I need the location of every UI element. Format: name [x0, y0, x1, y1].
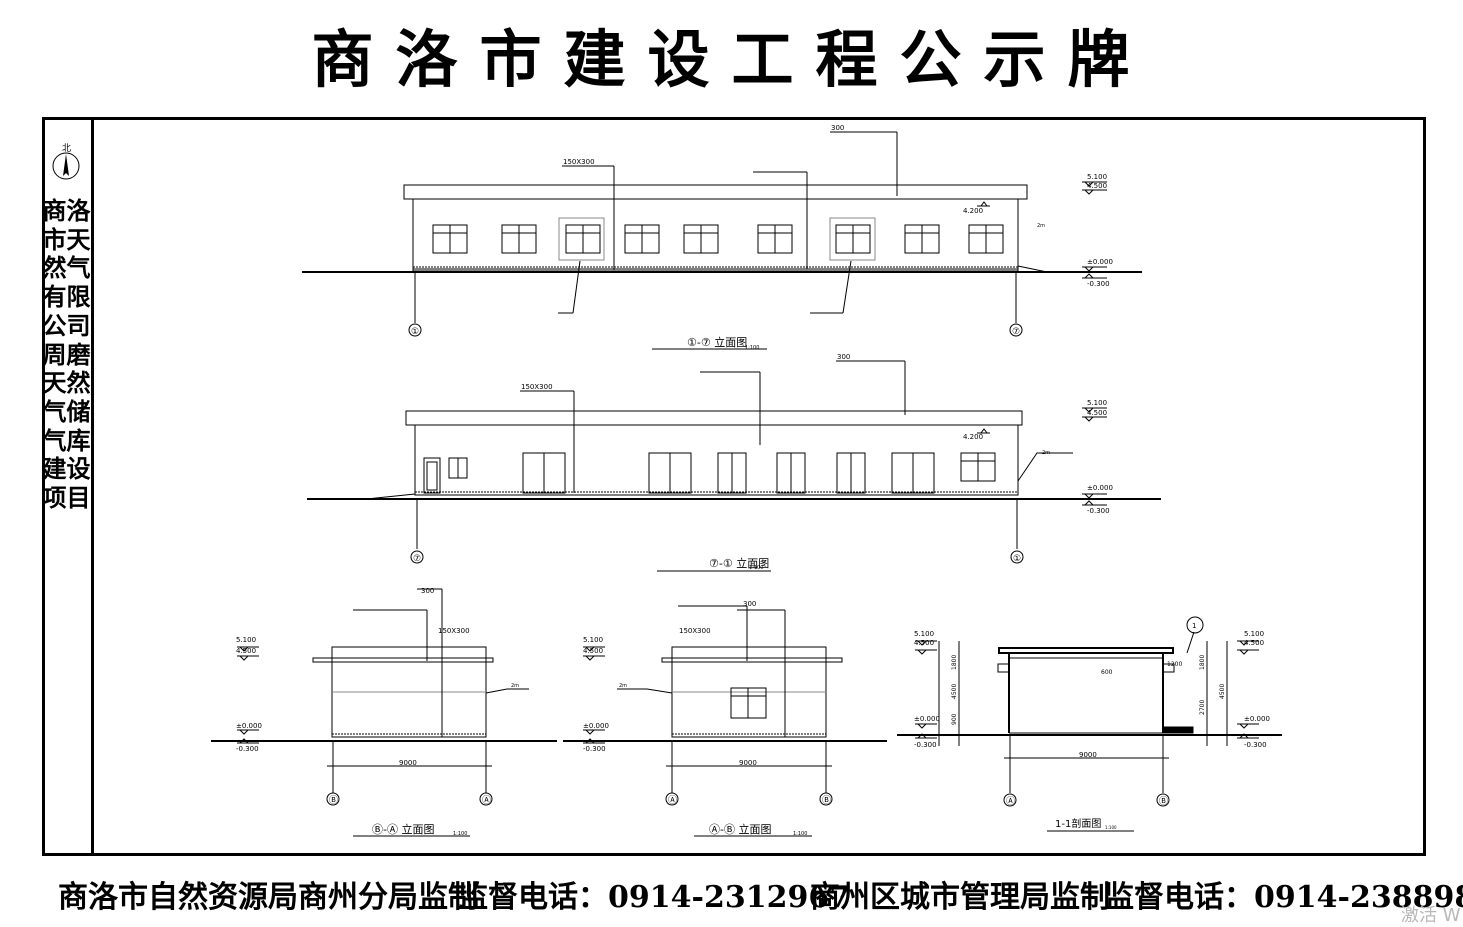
elev2-level-ground: -0.300	[1087, 507, 1110, 515]
footer: 商洛市自然资源局商州分局监制 监督电话：0914-2312967 商州区城市管理…	[58, 876, 1463, 920]
section-title: 1-1剖面图	[1055, 817, 1101, 830]
elev1-level-floor: ±0.000	[1087, 258, 1113, 266]
section-dim-1800-left: 1800	[951, 655, 958, 670]
section-level-floor-right: ±0.000	[1244, 715, 1270, 723]
section-level-floor-left: ±0.000	[914, 715, 940, 723]
elev2-note-band: 2m	[1042, 450, 1050, 456]
footer-phone-1: 监督电话：0914-2312967	[458, 880, 851, 915]
elev4-title: Ⓐ-Ⓑ 立面图	[709, 822, 771, 836]
elev3-level-ground: -0.300	[236, 745, 259, 753]
elev2-note-parapet: 300	[837, 353, 850, 361]
footer-phone-2: 监督电话：0914-2388982	[1104, 880, 1463, 915]
section-axis-right: Ⓑ	[1159, 796, 1168, 807]
section-dim-4500-right: 4500	[1219, 684, 1226, 699]
elev3-scale: 1:100	[453, 831, 467, 837]
architectural-drawing: ①-⑦ 立面图 1:100 ① ⑦ 150X300 300 2m 5.100 4…	[211, 124, 1282, 837]
elev2-level-lintel: 4.200	[963, 433, 983, 441]
elev3-note-tile: 150X300	[438, 627, 470, 635]
elev1-note-parapet: 300	[831, 124, 844, 132]
elev1-level-ground: -0.300	[1087, 280, 1110, 288]
elev4-level-floor: ±0.000	[583, 722, 609, 730]
section-dim-600: 600	[1101, 669, 1113, 676]
elev4-dim: 9000	[739, 759, 757, 767]
north-label: 北	[61, 144, 71, 154]
elev3-note-parapet: 300	[421, 587, 434, 595]
elev2-level-top: 5.100	[1087, 399, 1107, 407]
section-marker: 1	[1192, 622, 1196, 630]
elev1-level-lintel: 4.200	[963, 207, 983, 215]
elev3-level-top: 5.100	[236, 636, 256, 644]
elev4-scale: 1:100	[793, 831, 807, 837]
elev3-axis-left: Ⓑ	[329, 795, 338, 806]
elev2-level-eave: 4.500	[1087, 409, 1107, 417]
elev1-axis-right: ⑦	[1012, 327, 1020, 337]
footer-supervisor-2: 商州区城市管理局监制	[810, 880, 1110, 915]
elev3-level-eave: 4.500	[236, 647, 256, 655]
elev2-level-floor: ±0.000	[1087, 484, 1113, 492]
north-arrow-icon	[52, 152, 80, 180]
page-title: 商洛市建设工程公示牌	[311, 23, 1152, 96]
elev3-axis-right: Ⓐ	[482, 795, 491, 806]
elev4-level-ground: -0.300	[583, 745, 606, 753]
section-dim-2700-right: 2700	[1199, 700, 1206, 715]
elevation-4	[563, 605, 887, 837]
elev2-axis-left: ⑦	[413, 554, 421, 564]
elevation-3	[211, 588, 557, 837]
section-level-eave-left: 4.500	[914, 639, 934, 647]
elev4-note-band: 2m	[619, 683, 627, 689]
elev1-scale: 1:100	[745, 345, 759, 351]
footer-supervisor-1: 商洛市自然资源局商州分局监制	[58, 880, 478, 915]
section-level-eave-right: 4.500	[1244, 639, 1264, 647]
section-scale: 1:100	[1105, 825, 1117, 830]
activation-watermark: 激活 W	[1401, 905, 1461, 926]
elev1-level-top: 5.100	[1087, 173, 1107, 181]
elev2-scale: 1:100	[749, 565, 763, 571]
elev1-axis-left: ①	[411, 327, 419, 337]
elevation-2	[307, 360, 1161, 572]
section-level-ground-left: -0.300	[914, 741, 937, 749]
section-dim-1200: 1200	[1167, 661, 1182, 668]
elev3-title: Ⓑ-Ⓐ 立面图	[372, 822, 434, 836]
elev1-title: ①-⑦ 立面图	[687, 335, 747, 349]
elev3-dim: 9000	[399, 759, 417, 767]
sidebar: 北 商洛市天然气有限公司周磨天然气储气库建设项目	[42, 117, 94, 856]
section-level-top-left: 5.100	[914, 630, 934, 638]
elev2-note-tile: 150X300	[521, 383, 553, 391]
elevation-1	[302, 131, 1142, 350]
elev3-level-floor: ±0.000	[236, 722, 262, 730]
section-dim: 9000	[1079, 751, 1097, 759]
section-level-top-right: 5.100	[1244, 630, 1264, 638]
elev2-title: ⑦-① 立面图	[709, 556, 769, 570]
elev4-level-eave: 4.500	[583, 647, 603, 655]
section-dim-900-left: 900	[951, 713, 958, 725]
elev4-axis-left: Ⓐ	[668, 795, 677, 806]
section-1-1	[897, 616, 1282, 832]
elev4-level-top: 5.100	[583, 636, 603, 644]
section-level-ground-right: -0.300	[1244, 741, 1267, 749]
elev1-level-eave: 4.500	[1087, 182, 1107, 190]
elev2-axis-right: ①	[1013, 554, 1021, 564]
elev4-axis-right: Ⓑ	[822, 795, 831, 806]
elev4-note-tile: 150X300	[679, 627, 711, 635]
section-axis-left: Ⓐ	[1006, 796, 1015, 807]
drawing-frame	[42, 117, 1426, 856]
section-dim-1800-right: 1800	[1199, 655, 1206, 670]
elev1-note-tile: 150X300	[563, 158, 595, 166]
elev4-note-parapet: 300	[743, 600, 756, 608]
project-name: 商洛市天然气有限公司周磨天然气储气库建设项目	[42, 197, 91, 513]
elev3-note-band: 2m	[511, 683, 519, 689]
elev1-note-band: 2m	[1037, 223, 1045, 229]
section-dim-4500-left: 4500	[951, 684, 958, 699]
